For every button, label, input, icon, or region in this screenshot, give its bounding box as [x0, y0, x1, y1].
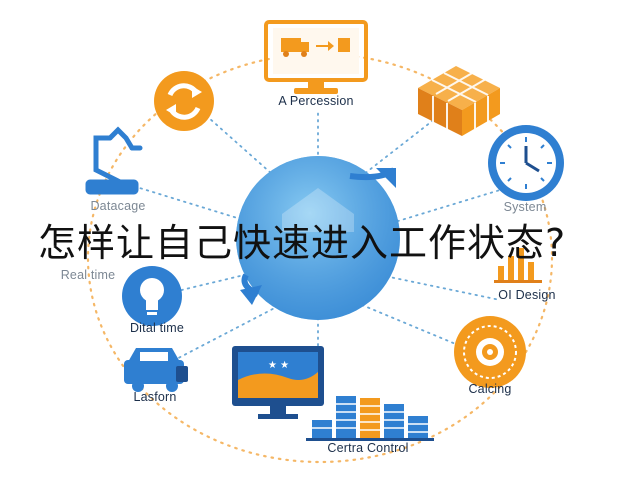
lightbulb-icon: [122, 266, 182, 326]
bar-chart-icon: [494, 248, 542, 283]
node-label-datacage: Datacage: [90, 199, 146, 213]
screen-monitor-icon: ★ ★: [232, 346, 324, 419]
stacked-coins-icon: [306, 396, 434, 441]
clock-icon: [488, 125, 564, 201]
svg-text:★ ★: ★ ★: [268, 360, 289, 371]
node-label-real-time: Real time: [60, 268, 116, 282]
node-label-lasforn: Lasforn: [133, 390, 177, 404]
node-label-certra-control: Certra Control: [327, 441, 409, 455]
node-label-dital-time: Dital time: [129, 321, 185, 335]
cube-blocks-icon: [418, 66, 500, 136]
node-label-calcing: Calcing: [468, 382, 512, 396]
house-cycle-icon: [236, 156, 400, 320]
node-label-oi-design: OI Design: [498, 288, 556, 302]
headline-text: 怎样让自己快速进入工作状态?: [38, 221, 567, 265]
sync-arrows-icon: [154, 71, 214, 131]
node-label-a-percession: A Percession: [278, 94, 354, 108]
car-icon: [124, 348, 188, 392]
robot-arm-icon: [85, 126, 143, 195]
gear-dial-icon: [454, 316, 526, 388]
node-label-system: System: [503, 200, 547, 214]
delivery-monitor-icon: [264, 20, 368, 94]
